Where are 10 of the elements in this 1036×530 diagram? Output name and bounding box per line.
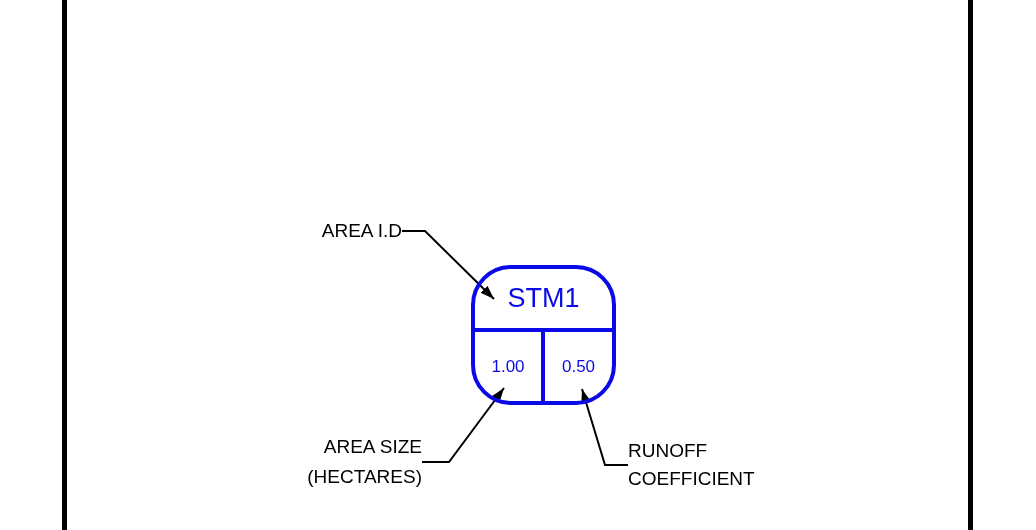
area-size-label: AREA SIZE (HECTARES) [300,432,422,492]
runoff-coefficient-label: RUNOFF COEFFICIENT [628,437,760,493]
leader-line [421,387,505,463]
leader-line [401,230,495,300]
runoff-coefficient-cell: 0.50 [545,332,612,401]
leader-line [581,388,629,466]
area-id-cell: STM1 [475,269,612,332]
area-id-label: AREA I.D [240,216,402,246]
area-tag-box [471,265,616,405]
area-size-cell: 1.00 [475,332,545,401]
